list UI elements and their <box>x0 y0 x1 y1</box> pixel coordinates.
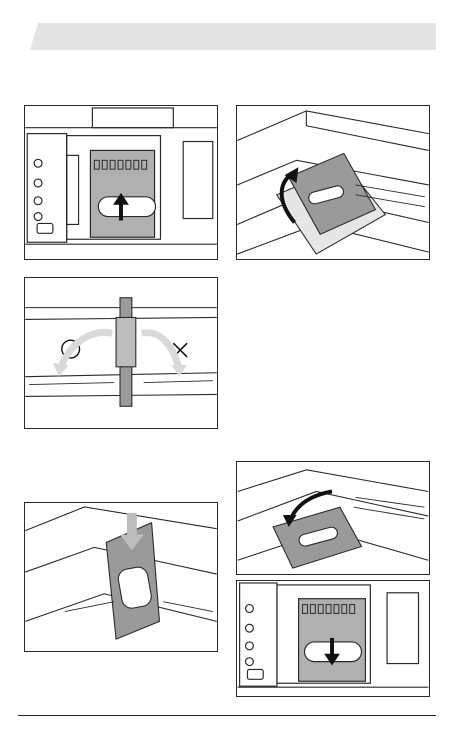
section-header-banner <box>30 23 436 50</box>
figure-remove-card-top-view <box>236 580 430 697</box>
figure-insert-card-top-view <box>24 105 218 260</box>
footer-rule <box>18 715 436 716</box>
figure-correct-incorrect-orientation <box>24 277 218 429</box>
figure-close-tray-cover <box>236 461 430 575</box>
figure-insert-card-into-tray <box>24 502 218 652</box>
figure-open-tray-cover <box>236 105 430 260</box>
